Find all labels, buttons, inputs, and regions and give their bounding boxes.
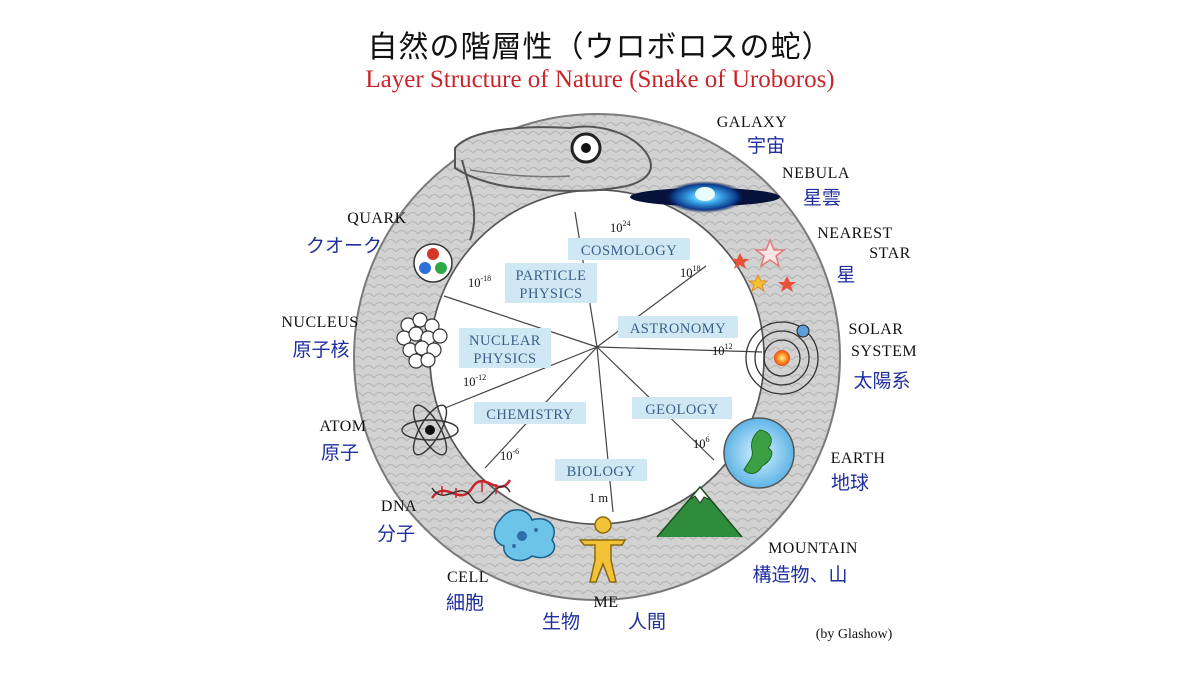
- label-mountain-en: MOUNTAIN: [768, 540, 858, 557]
- label-mountain-ja: 構造物、山: [752, 564, 847, 586]
- label-dna-ja: 分子: [377, 523, 415, 545]
- scale-1-m: 1 m: [589, 491, 608, 505]
- label-cell-en: CELL: [447, 569, 489, 586]
- scale-10-6: 106: [693, 435, 710, 451]
- label-nucleus-en: NUCLEUS: [281, 314, 358, 331]
- credit-glashow: (by Glashow): [816, 627, 893, 642]
- label-quark-ja: クオーク: [306, 235, 382, 257]
- label-system-en: SYSTEM: [851, 343, 917, 360]
- title-japanese: 自然の階層性（ウロボロスの蛇）: [367, 30, 833, 65]
- svg-text:PHYSICS: PHYSICS: [519, 286, 582, 302]
- cell-icon: [493, 509, 556, 562]
- label-galaxy-en: GALAXY: [717, 114, 788, 131]
- label-atom-en: ATOM: [319, 418, 366, 435]
- label-atom-ja: 原子: [321, 442, 359, 464]
- quark-icon: [413, 243, 453, 283]
- dna-icon: [430, 479, 512, 504]
- field-particle-physics: PARTICLE PHYSICS: [505, 263, 597, 303]
- field-astronomy: ASTRONOMY: [618, 316, 738, 338]
- star-icon: [731, 237, 796, 293]
- field-geology: GEOLOGY: [632, 397, 732, 419]
- label-living-ja: 生物: [542, 611, 580, 633]
- scale-10-18: 1018: [680, 264, 701, 280]
- scale-10-24: 1024: [610, 219, 631, 235]
- svg-text:CHEMISTRY: CHEMISTRY: [486, 407, 574, 423]
- label-nearest-en: NEAREST: [817, 225, 893, 242]
- svg-text:NUCLEAR: NUCLEAR: [469, 333, 541, 349]
- scale-10-12: 1012: [712, 342, 733, 358]
- atom-icon: [401, 404, 459, 456]
- svg-text:BIOLOGY: BIOLOGY: [567, 464, 636, 480]
- snake-head: [454, 125, 652, 241]
- nucleus-icon: [396, 312, 448, 369]
- label-me-en: ME: [594, 594, 619, 611]
- earth-icon: [723, 417, 795, 489]
- mountain-icon: [656, 485, 743, 538]
- label-star-en: STAR: [869, 245, 911, 262]
- label-cell-ja: 細胞: [446, 592, 484, 614]
- label-solar-en: SOLAR: [849, 321, 904, 338]
- svg-text:GEOLOGY: GEOLOGY: [645, 402, 719, 418]
- svg-text:COSMOLOGY: COSMOLOGY: [581, 243, 677, 259]
- field-chemistry: CHEMISTRY: [474, 402, 586, 424]
- label-galaxy-ja: 宇宙: [747, 135, 785, 157]
- label-star-ja: 星: [836, 264, 855, 286]
- human-icon: [578, 516, 627, 583]
- label-nebula-ja: 星雲: [803, 187, 841, 209]
- label-human-ja: 人間: [628, 611, 666, 633]
- scale-10-minus-18: 10-18: [468, 274, 491, 290]
- field-cosmology: COSMOLOGY: [568, 238, 690, 260]
- scale-10-minus-6: 10-6: [500, 447, 519, 463]
- svg-text:ASTRONOMY: ASTRONOMY: [630, 321, 726, 337]
- scale-10-minus-12: 10-12: [463, 373, 486, 389]
- label-dna-en: DNA: [381, 498, 417, 515]
- title-english: Layer Structure of Nature (Snake of Urob…: [365, 66, 835, 93]
- label-quark-en: QUARK: [347, 210, 406, 227]
- solar-system-icon: [745, 321, 819, 395]
- field-nuclear-physics: NUCLEAR PHYSICS: [459, 328, 551, 368]
- label-earth-ja: 地球: [831, 472, 869, 494]
- label-solar-ja: 太陽系: [853, 370, 910, 392]
- field-biology: BIOLOGY: [555, 459, 647, 481]
- label-nucleus-ja: 原子核: [292, 339, 349, 361]
- label-earth-en: EARTH: [831, 450, 886, 467]
- galaxy-icon: [630, 181, 780, 213]
- svg-text:PARTICLE: PARTICLE: [515, 268, 586, 284]
- label-nebula-en: NEBULA: [782, 165, 850, 182]
- svg-text:PHYSICS: PHYSICS: [473, 351, 536, 367]
